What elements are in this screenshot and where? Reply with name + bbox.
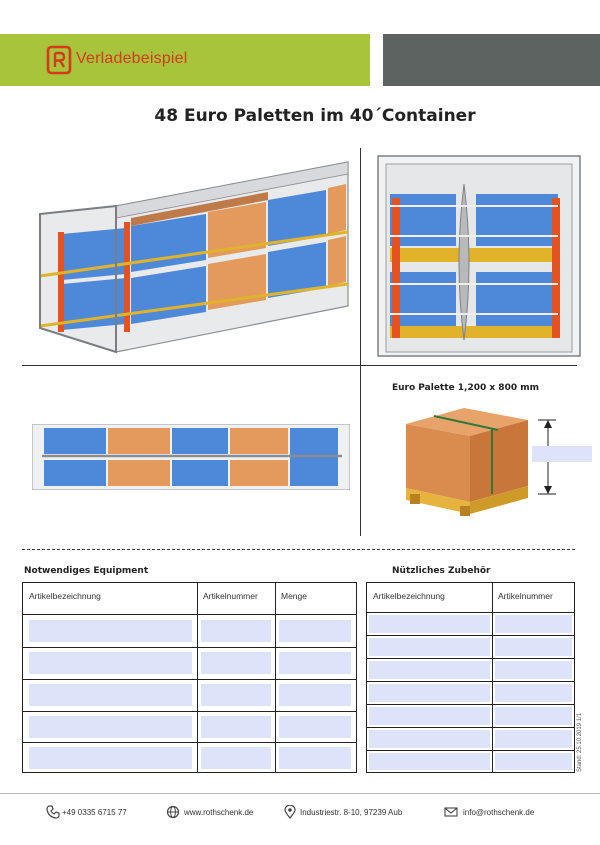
table-rule: [367, 612, 574, 613]
accessory-number-field[interactable]: [495, 707, 572, 725]
divider-horizontal: [22, 365, 577, 366]
footer-divider: [0, 793, 600, 794]
divider-dashed: [22, 549, 575, 550]
equipment-qty-field[interactable]: [279, 716, 351, 738]
accessory-name-field[interactable]: [369, 684, 490, 702]
equipment-number-field[interactable]: [201, 684, 271, 706]
accessory-name-field[interactable]: [369, 615, 490, 633]
equipment-col-qty: Menge: [281, 591, 307, 601]
equipment-heading: Notwendiges Equipment: [24, 566, 149, 576]
equipment-name-field[interactable]: [29, 684, 192, 706]
accessory-name-field[interactable]: [369, 638, 490, 656]
table-rule: [23, 647, 356, 648]
footer-email[interactable]: info@rothschenk.de: [463, 808, 535, 817]
table-rule: [367, 635, 574, 636]
accessory-name-field[interactable]: [369, 707, 490, 725]
equipment-name-field[interactable]: [29, 652, 192, 674]
equipment-number-field[interactable]: [201, 716, 271, 738]
equipment-name-field[interactable]: [29, 620, 192, 642]
equipment-name-field[interactable]: [29, 747, 192, 769]
brand-title: Verladebeispiel: [76, 50, 188, 67]
equipment-qty-field[interactable]: [279, 684, 351, 706]
table-rule: [23, 711, 356, 712]
accessory-number-field[interactable]: [495, 753, 572, 770]
version-note: Stand: 25.10.2019 1/1: [577, 712, 583, 772]
equipment-col-name: Artikelbezeichnung: [29, 591, 101, 601]
table-rule: [23, 742, 356, 743]
container-perspective-illustration: [39, 161, 349, 354]
accessory-name-field[interactable]: [369, 661, 490, 679]
accessory-number-field[interactable]: [495, 615, 572, 633]
accessories-table: Artikelbezeichnung Artikelnummer: [366, 582, 575, 773]
container-side-illustration: [32, 424, 350, 490]
accessory-name-field[interactable]: [369, 753, 490, 770]
equipment-col-number: Artikelnummer: [203, 591, 258, 601]
pallet-height-field[interactable]: [532, 446, 592, 462]
footer-phone[interactable]: +49 0335 6715 77: [62, 808, 127, 817]
equipment-number-field[interactable]: [201, 747, 271, 769]
accessories-heading: Nützliches Zubehör: [392, 566, 491, 576]
accessory-name-field[interactable]: [369, 730, 490, 748]
table-rule: [367, 658, 574, 659]
equipment-qty-field[interactable]: [279, 652, 351, 674]
table-rule: [23, 679, 356, 680]
euro-pallet-illustration: [406, 408, 556, 516]
footer-address: Industriestr. 8-10, 97239 Aub: [300, 808, 403, 817]
accessories-col-name: Artikelbezeichnung: [373, 591, 445, 601]
location-pin-icon: [284, 805, 296, 819]
accessory-number-field[interactable]: [495, 661, 572, 679]
accessory-number-field[interactable]: [495, 730, 572, 748]
accessory-number-field[interactable]: [495, 638, 572, 656]
equipment-col-divider: [197, 583, 198, 772]
equipment-number-field[interactable]: [201, 652, 271, 674]
equipment-qty-field[interactable]: [279, 620, 351, 642]
mail-icon: [444, 807, 458, 817]
accessories-col-divider: [492, 583, 493, 772]
equipment-name-field[interactable]: [29, 716, 192, 738]
pallet-caption: Euro Palette 1,200 x 800 mm: [392, 383, 539, 393]
container-rear-illustration: [377, 155, 581, 357]
phone-icon: [46, 805, 60, 819]
table-rule: [367, 704, 574, 705]
table-rule: [23, 614, 356, 615]
footer-website[interactable]: www.rothschenk.de: [184, 808, 254, 817]
accessory-number-field[interactable]: [495, 684, 572, 702]
table-rule: [367, 727, 574, 728]
table-rule: [367, 681, 574, 682]
rothschenk-logo-icon: [46, 45, 72, 75]
accessories-col-number: Artikelnummer: [498, 591, 553, 601]
equipment-table: Artikelbezeichnung Artikelnummer Menge: [22, 582, 357, 773]
globe-icon: [166, 805, 180, 819]
page-title: 48 Euro Paletten im 40´Container: [154, 106, 476, 126]
table-rule: [367, 750, 574, 751]
equipment-qty-field[interactable]: [279, 747, 351, 769]
equipment-number-field[interactable]: [201, 620, 271, 642]
equipment-col-divider: [275, 583, 276, 772]
header-grey-band: [383, 34, 600, 86]
divider-vertical: [360, 148, 361, 536]
